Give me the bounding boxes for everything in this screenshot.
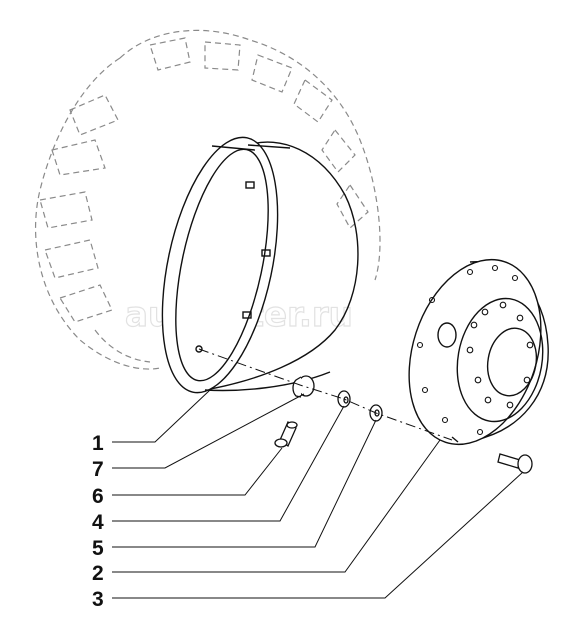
rim: [161, 136, 359, 394]
callout-7: 7: [92, 458, 104, 481]
callout-3: 3: [92, 588, 104, 611]
valve-part: [274, 420, 298, 448]
callout-1: 1: [92, 432, 104, 455]
assembly-axis-line: [198, 348, 453, 441]
bolt-part: [497, 453, 533, 474]
callout-5: 5: [92, 537, 104, 560]
washer-part: [337, 390, 351, 408]
spacer-part: [292, 375, 315, 398]
leader-lines: [112, 389, 524, 599]
wheel-disc: [408, 258, 549, 446]
callout-2: 2: [92, 562, 104, 585]
tire-outline: [35, 29, 381, 370]
callout-6: 6: [92, 485, 104, 508]
callout-labels: 1 7 6 4 5 2 3: [92, 432, 104, 611]
callout-4: 4: [92, 511, 104, 534]
